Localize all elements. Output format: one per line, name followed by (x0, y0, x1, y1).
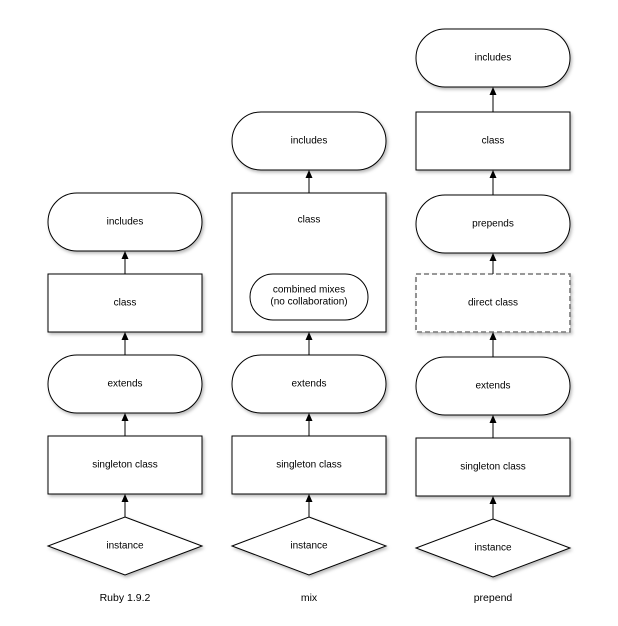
arrowhead-icon (305, 170, 313, 178)
class-node: class (415, 111, 571, 171)
combined-mixes-node: combined mixes (no collaboration) (249, 273, 369, 321)
arrowhead-icon (489, 87, 497, 95)
arrowhead-icon (121, 251, 129, 259)
arrowhead-icon (121, 332, 129, 340)
arrowhead-icon (121, 413, 129, 421)
instance-label: instance (474, 543, 512, 554)
class-node: class (47, 273, 203, 333)
column-ruby-192: includes class extends singleton class i… (46, 192, 204, 604)
prepends-node: prepends (415, 194, 571, 254)
class-label: class (114, 298, 137, 309)
direct-class-node: direct class (415, 273, 571, 333)
connectors (305, 170, 313, 517)
class-label: class (298, 215, 321, 226)
arrowhead-icon (489, 415, 497, 423)
includes-label: includes (475, 53, 512, 64)
connectors (489, 87, 497, 519)
column-caption: prepend (474, 592, 513, 604)
singleton-class-label: singleton class (276, 460, 342, 471)
extends-node: extends (231, 354, 387, 414)
class-label: class (482, 136, 505, 147)
column-prepend: includes class prepends direct class ext… (414, 28, 572, 604)
singleton-class-label: singleton class (460, 462, 526, 473)
instance-label: instance (106, 541, 144, 552)
column-caption: Ruby 1.9.2 (100, 592, 151, 604)
no-collaboration-label: (no collaboration) (270, 297, 347, 308)
includes-label: includes (291, 136, 328, 147)
connectors (121, 251, 129, 517)
arrowhead-icon (489, 170, 497, 178)
column-caption: mix (301, 592, 318, 604)
singleton-class-label: singleton class (92, 460, 158, 471)
extends-label: extends (475, 381, 510, 392)
column-mix: includes class combined mixes (no collab… (230, 111, 388, 604)
arrowhead-icon (305, 413, 313, 421)
direct-class-label: direct class (468, 298, 518, 309)
instance-label: instance (290, 541, 328, 552)
arrowhead-icon (305, 332, 313, 340)
arrowhead-icon (489, 496, 497, 504)
arrowhead-icon (121, 494, 129, 502)
includes-node: includes (415, 28, 571, 88)
singleton-class-node: singleton class (415, 437, 571, 497)
arrowhead-icon (489, 253, 497, 261)
includes-node: includes (47, 192, 203, 252)
extends-node: extends (415, 356, 571, 416)
singleton-class-node: singleton class (47, 435, 203, 495)
instance-node: instance (46, 516, 204, 576)
extends-label: extends (107, 379, 142, 390)
arrowhead-icon (305, 494, 313, 502)
singleton-class-node: singleton class (231, 435, 387, 495)
instance-node: instance (230, 516, 388, 576)
extends-label: extends (291, 379, 326, 390)
includes-label: includes (107, 217, 144, 228)
instance-node: instance (414, 518, 572, 578)
class-node: class combined mixes (no collaboration) (231, 192, 387, 333)
extends-node: extends (47, 354, 203, 414)
includes-node: includes (231, 111, 387, 171)
prepends-label: prepends (472, 219, 514, 230)
combined-mixes-label: combined mixes (273, 285, 345, 296)
arrowhead-icon (489, 332, 497, 340)
